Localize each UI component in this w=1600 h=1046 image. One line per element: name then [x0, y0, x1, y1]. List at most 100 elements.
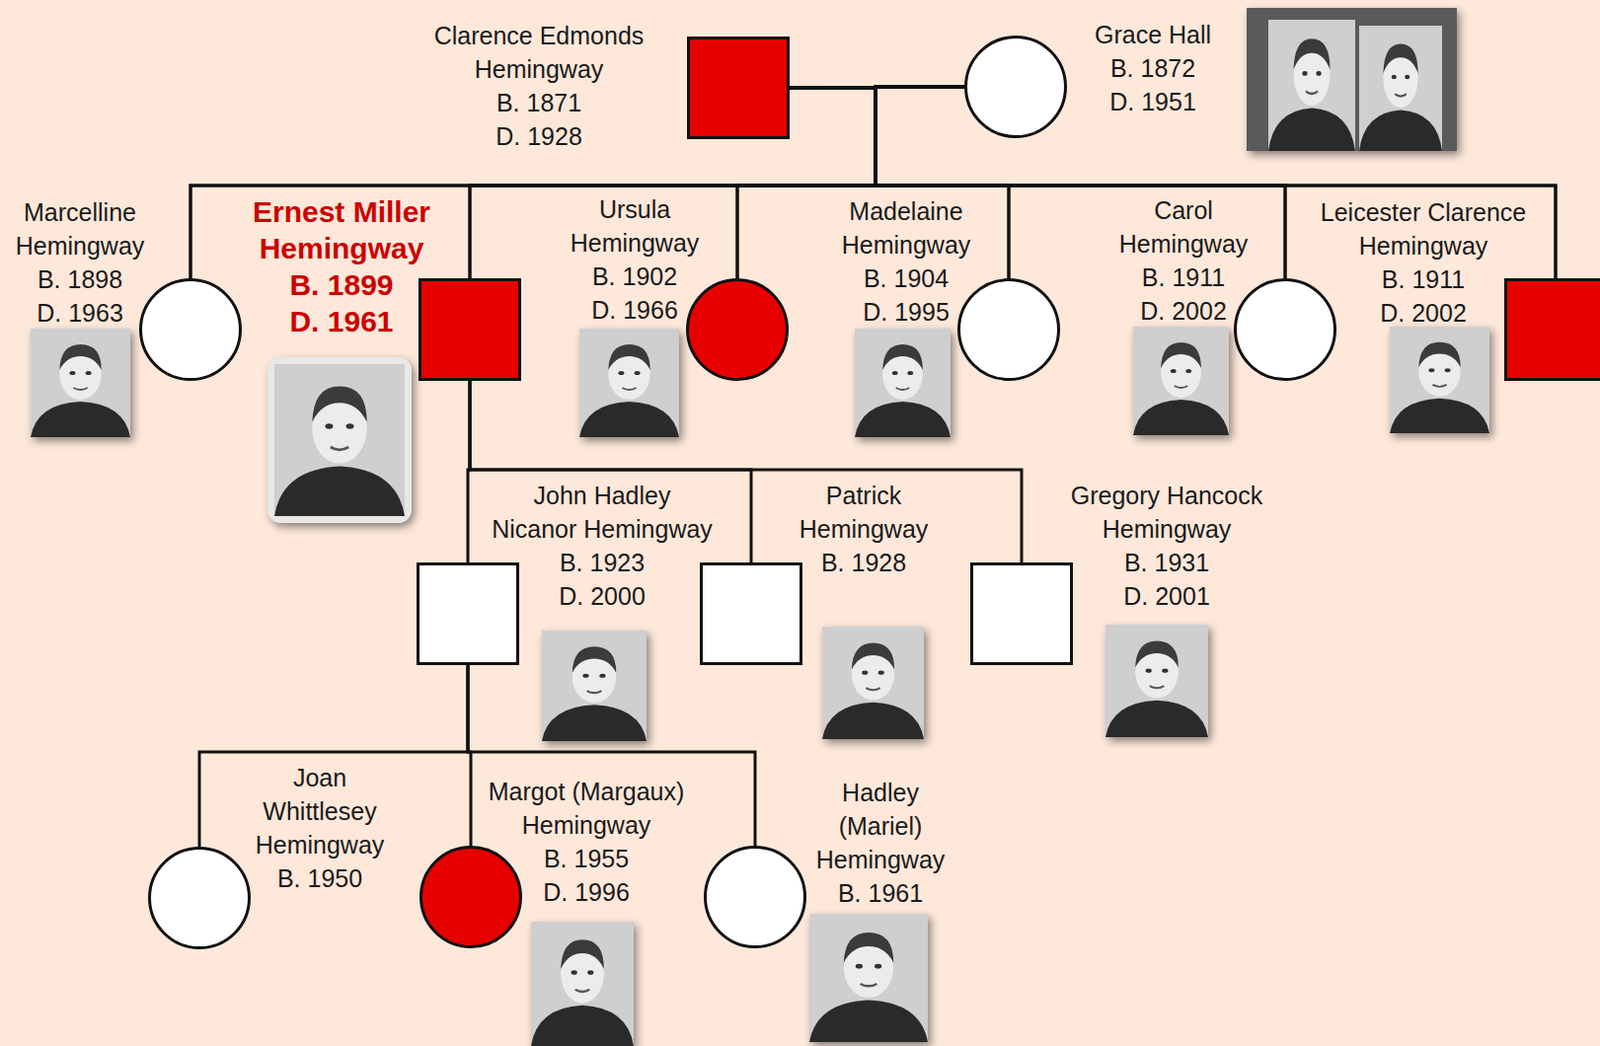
life-date: B. 1928	[821, 545, 907, 580]
circle-symbol	[150, 848, 250, 949]
life-date: B. 1911	[1142, 260, 1225, 295]
life-date: B. 1899	[289, 266, 393, 304]
portrait	[1359, 25, 1443, 152]
life-date: D. 1961	[289, 303, 393, 340]
person-name: Clarence Edmonds Hemingway	[410, 18, 668, 86]
portrait-photo	[1133, 326, 1229, 436]
person-name: Joan Whittlesey Hemingway	[250, 761, 389, 862]
circle-symbol	[1235, 280, 1336, 381]
shape-outline	[970, 562, 1073, 666]
portrait-photo	[1105, 624, 1209, 738]
female-circle: Madelaine HemingwayB. 1904D. 1995	[957, 278, 1061, 381]
person-name: Hadley (Mariel) Hemingway	[811, 775, 950, 877]
circle-symbol	[959, 280, 1060, 381]
portrait	[30, 328, 131, 438]
person-label: Leicester Clarence HemingwayB. 1911D. 20…	[1304, 195, 1542, 330]
person-name: Gregory Hancock Hemingway	[1038, 478, 1296, 546]
square-symbol	[1506, 280, 1600, 381]
life-date: D. 1951	[1109, 84, 1197, 119]
female-circle: Ursula HemingwayB. 1902D. 1966	[685, 278, 789, 381]
portrait-photo	[531, 921, 634, 1046]
portrait	[809, 914, 928, 1043]
shape-outline	[699, 562, 803, 666]
shape-outline	[418, 278, 522, 381]
square-symbol	[418, 564, 519, 665]
square-symbol	[688, 38, 789, 139]
life-date: B. 1950	[277, 861, 363, 896]
shape-outline	[957, 278, 1061, 381]
male-square: Gregory Hancock HemingwayB. 1931D. 2001	[970, 562, 1073, 666]
shape-outline	[686, 36, 790, 140]
portrait	[822, 626, 924, 740]
circle-symbol	[421, 847, 522, 948]
life-date: D. 1963	[36, 296, 124, 330]
shape-outline	[419, 845, 523, 949]
person-label: Carol HemingwayB. 1911D. 2002	[1104, 193, 1263, 328]
person-label: Ernest Miller HemingwayB. 1899D. 1961	[223, 193, 460, 340]
shape-outline	[1233, 278, 1337, 381]
photo-frame	[267, 357, 412, 524]
person-name: John Hadley Nicanor Hemingway	[485, 478, 719, 546]
portrait	[1268, 19, 1356, 152]
portrait-photo	[822, 626, 924, 740]
life-date: B. 1902	[592, 259, 678, 294]
square-symbol	[420, 280, 521, 381]
person-name: Madelaine Hemingway	[827, 194, 986, 262]
person-label: Grace HallB. 1872D. 1951	[1068, 17, 1237, 119]
male-square: Ernest Miller HemingwayB. 1899D. 1961	[418, 278, 522, 381]
female-circle: Margot (Margaux) HemingwayB. 1955D. 1996	[419, 845, 523, 949]
female-circle: Grace HallB. 1872D. 1951	[964, 35, 1067, 139]
female-circle: Carol HemingwayB. 1911D. 2002	[1233, 278, 1337, 381]
person-name: Grace Hall	[1068, 17, 1237, 52]
female-circle: Hadley (Mariel) HemingwayB. 1961	[703, 845, 807, 949]
square-symbol	[972, 564, 1072, 665]
portrait-photo	[30, 328, 131, 438]
person-label: Patrick HemingwayB. 1928	[784, 478, 943, 580]
shape-outline	[964, 35, 1067, 139]
life-date: D. 1996	[542, 875, 630, 910]
pedigree-line	[789, 87, 1556, 279]
life-date: B. 1904	[863, 261, 949, 296]
life-date: B. 1871	[496, 85, 582, 120]
parents-photo	[1246, 7, 1457, 152]
life-date: B. 1872	[1110, 51, 1196, 85]
female-circle: Marcelline HemingwayB. 1898D. 1963	[139, 278, 242, 381]
shape-outline	[1504, 278, 1600, 381]
male-square: John Hadley Nicanor HemingwayB. 1923D. 2…	[416, 562, 520, 666]
life-date: D. 2000	[558, 579, 646, 613]
portrait	[531, 921, 634, 1046]
pedigree-line	[467, 665, 756, 846]
circle-symbol	[705, 847, 806, 948]
person-name: Leicester Clarence Hemingway	[1304, 195, 1542, 263]
male-square: Clarence Edmonds HemingwayB. 1871D. 1928	[686, 36, 790, 140]
portrait-photo	[541, 630, 647, 742]
portrait	[1105, 624, 1209, 738]
person-label: John Hadley Nicanor HemingwayB. 1923D. 2…	[485, 478, 719, 613]
life-date: B. 1955	[543, 841, 629, 876]
circle-symbol	[966, 37, 1067, 138]
square-symbol	[701, 564, 802, 665]
portrait-photo	[579, 328, 680, 438]
circle-symbol	[687, 280, 788, 381]
portrait-photo	[1389, 326, 1490, 434]
life-date: D. 2002	[1379, 296, 1467, 330]
person-name: Marcelline Hemingway	[0, 195, 159, 263]
portrait	[1389, 326, 1490, 434]
person-name: Margot (Margaux) Hemingway	[482, 774, 690, 842]
life-date: D. 2001	[1123, 579, 1211, 613]
shape-outline	[685, 278, 789, 381]
life-date: D. 1928	[495, 119, 583, 153]
male-square: Patrick HemingwayB. 1928	[699, 562, 803, 666]
portrait	[1133, 326, 1229, 436]
circle-symbol	[141, 280, 241, 381]
portrait	[579, 328, 680, 438]
portrait	[854, 328, 951, 438]
life-date: D. 1966	[591, 293, 679, 327]
person-label: Marcelline HemingwayB. 1898D. 1963	[0, 195, 159, 330]
person-name: Ursula Hemingway	[555, 192, 714, 260]
life-date: D. 2002	[1140, 294, 1227, 328]
portrait-photo	[854, 328, 951, 438]
shape-outline	[416, 562, 520, 666]
